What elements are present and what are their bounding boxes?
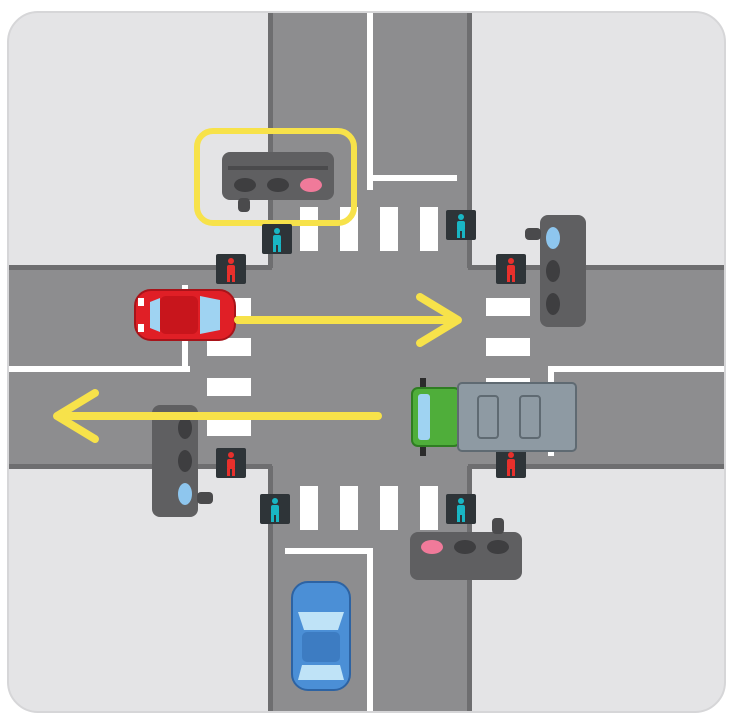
pedestrian-icon [227,258,235,282]
blue-light-icon [546,227,560,249]
pedestrian-icon [227,452,235,476]
pedestrian-icon [271,498,279,522]
westbound-arrow [53,389,382,443]
pedestrian-signal-west-bottom [216,448,246,478]
truck [411,378,577,456]
south-traffic-signal [410,518,522,580]
pedestrian-icon [273,228,281,252]
pedestrian-icon [457,498,465,522]
west-traffic-signal [152,405,213,517]
blue-car [291,581,351,691]
pedestrian-icon [507,452,515,476]
pedestrian-signal-south-right [446,494,476,524]
pedestrian-signal-west-top [216,254,246,284]
pedestrian-icon [507,258,515,282]
red-car [134,289,236,341]
red-light-icon [300,178,322,192]
pedestrian-signal-north-left [262,224,292,254]
blue-light-icon [178,483,192,505]
east-traffic-signal [525,215,586,327]
highlight-box [194,128,357,226]
north-traffic-signal [222,152,334,212]
pedestrian-signal-east-bottom [496,448,526,478]
eastbound-arrow [234,293,462,347]
pedestrian-signal-east-top [496,254,526,284]
pedestrian-signal-north-right [446,210,476,240]
red-light-icon [421,540,443,554]
pedestrian-signal-south-left [260,494,290,524]
pedestrian-icon [457,214,465,238]
